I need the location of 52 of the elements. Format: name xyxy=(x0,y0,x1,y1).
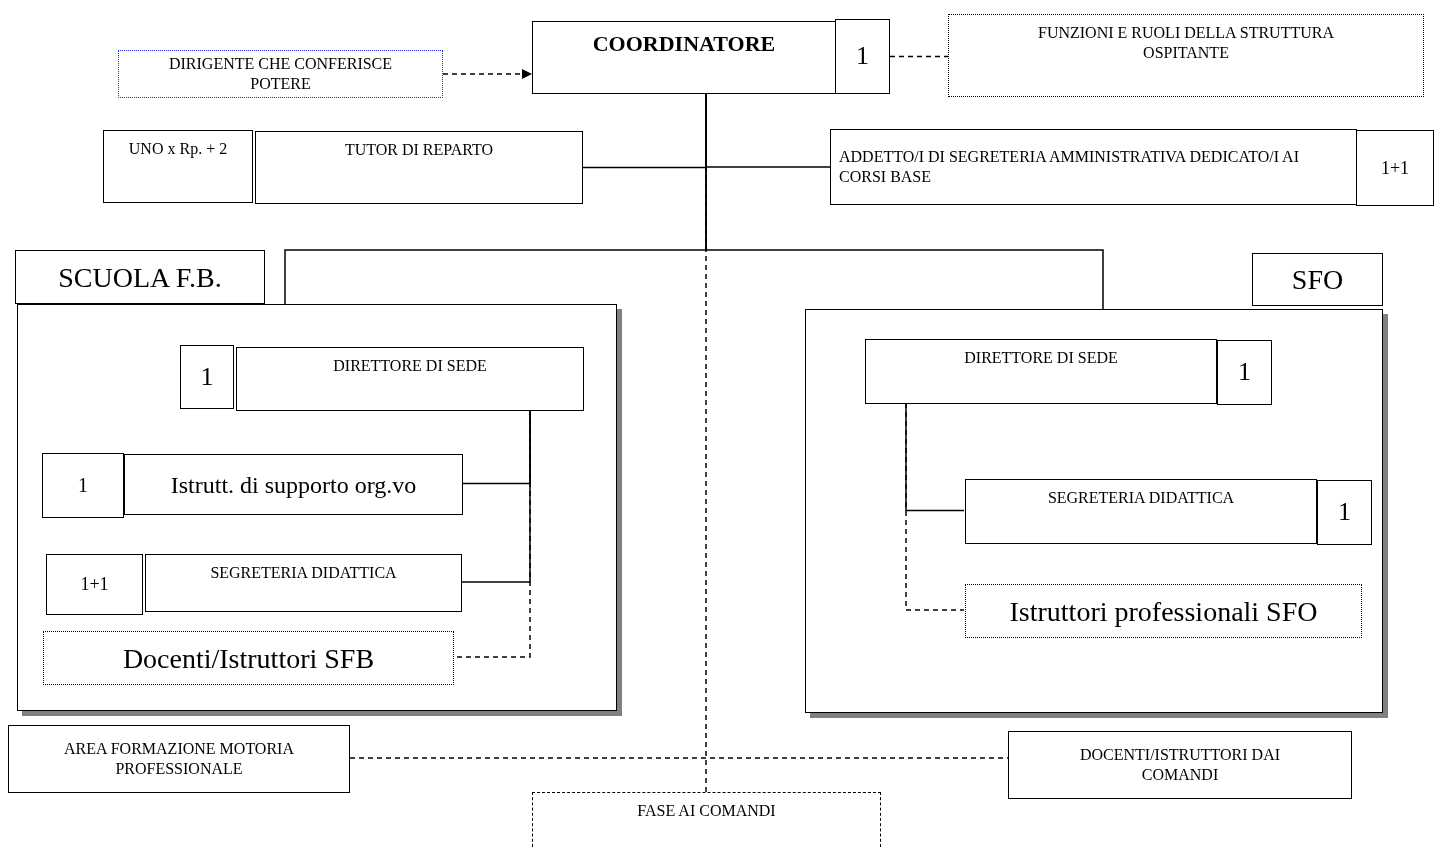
dashed-connector xyxy=(889,55,949,58)
node-text: UNO x Rp. + 2 xyxy=(128,139,228,159)
node-text: TUTOR DI REPARTO xyxy=(344,140,494,160)
node-text: 1+1 xyxy=(80,573,109,596)
count-box xyxy=(1317,480,1372,545)
node-text: AREA FORMAZIONE MOTORIA PROFESSIONALE xyxy=(63,739,295,779)
role-box xyxy=(965,479,1317,544)
count-box xyxy=(46,554,143,615)
node-text: 1 xyxy=(1238,356,1251,389)
count-box xyxy=(1217,340,1272,405)
dashed-connector xyxy=(442,68,533,80)
role-box xyxy=(865,339,1217,404)
role-box xyxy=(830,129,1357,205)
node-text: Istrutt. di supporto org.vo xyxy=(170,470,417,500)
node-text: Istruttori professionali SFO xyxy=(1009,594,1318,629)
coordinator-box xyxy=(532,21,836,94)
phase-box xyxy=(532,792,881,847)
staff-box xyxy=(43,631,454,685)
school-title-box xyxy=(1252,253,1383,306)
node-text: SEGRETERIA DIDATTICA xyxy=(210,563,397,583)
node-text: DIRETTORE DI SEDE xyxy=(333,356,487,376)
node-text: FASE AI COMANDI xyxy=(637,801,776,821)
authority-box xyxy=(118,50,443,98)
node-text: 1+1 xyxy=(1380,156,1410,180)
node-text: Docenti/Istruttori SFB xyxy=(122,641,375,676)
count-box xyxy=(1356,130,1434,206)
count-box xyxy=(103,130,253,203)
node-text: FUNZIONI E RUOLI DELLA STRUTTURA OSPITANTE xyxy=(1037,23,1335,63)
role-box xyxy=(145,554,462,612)
area-box xyxy=(1008,731,1352,799)
note-box xyxy=(948,14,1424,97)
staff-box xyxy=(965,584,1362,638)
node-text: DOCENTI/ISTRUTTORI DAI COMANDI xyxy=(1078,745,1282,785)
node-text: 1 xyxy=(856,40,869,73)
count-box xyxy=(42,453,124,518)
count-box xyxy=(180,345,234,409)
area-box xyxy=(8,725,350,793)
node-text: COORDINATORE xyxy=(592,30,776,58)
count-box xyxy=(835,19,890,94)
role-box xyxy=(124,454,463,515)
node-text: SCUOLA F.B. xyxy=(58,260,222,295)
node-text: 1 xyxy=(1338,496,1351,529)
node-text: 1 xyxy=(200,360,214,393)
node-text: DIRETTORE DI SEDE xyxy=(964,348,1118,368)
node-text: ADDETTO/I DI SEGRETERIA AMMINISTRATIVA DEDICATO/I AI CORSI BASE xyxy=(839,147,1300,187)
school-title-box xyxy=(15,250,265,304)
node-text: DIRIGENTE CHE CONFERISCE POTERE xyxy=(167,54,394,94)
node-text: 1 xyxy=(78,473,88,498)
role-box xyxy=(236,347,584,411)
node-text: SEGRETERIA DIDATTICA xyxy=(1047,488,1235,508)
node-text: SFO xyxy=(1291,263,1344,297)
role-box xyxy=(255,131,583,204)
